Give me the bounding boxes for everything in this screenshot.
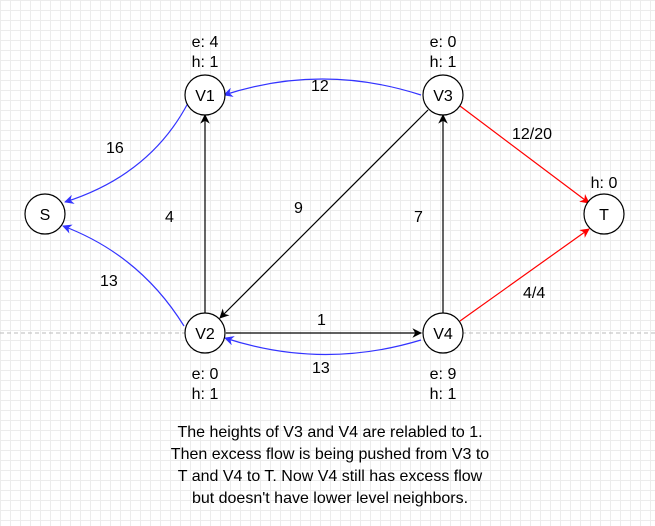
edge-label-v3-v1: 12 xyxy=(311,78,329,95)
v3-height: h: 1 xyxy=(430,54,457,71)
v2-excess: e: 0 xyxy=(192,366,219,383)
node-t-label: T xyxy=(599,207,609,224)
node-v2-label: V2 xyxy=(195,326,215,343)
node-s-label: S xyxy=(40,207,51,224)
v4-excess: e: 9 xyxy=(430,366,457,383)
node-t: T xyxy=(583,193,625,235)
edge-label-v2-v1: 4 xyxy=(165,209,174,226)
edge-label-v1-s: 16 xyxy=(106,140,124,157)
node-v1: V1 xyxy=(184,74,226,116)
v4-height: h: 1 xyxy=(430,386,457,403)
nodes: S V1 V2 V3 V4 T xyxy=(24,74,625,354)
edge-label-v3-v2: 9 xyxy=(294,200,303,217)
edge-label-v4-t: 4/4 xyxy=(523,285,545,302)
t-height: h: 0 xyxy=(591,175,618,192)
node-v4: V4 xyxy=(422,312,464,354)
edge-v3-v2 xyxy=(219,109,429,319)
edge-label-v4-v3: 7 xyxy=(414,209,423,226)
v3-excess: e: 0 xyxy=(430,34,457,51)
note-line: but doesn't have lower level neighbors. xyxy=(191,490,469,507)
node-v3: V3 xyxy=(422,74,464,116)
node-s: S xyxy=(24,193,66,235)
edge-label-v2-s: 13 xyxy=(100,273,118,290)
node-v2: V2 xyxy=(184,312,226,354)
edges: 12 16 13 4 9 7 1 13 12/20 4/4 xyxy=(62,78,590,377)
edge-v4-t xyxy=(459,228,590,322)
note-line: T and V4 to T. Now V4 still has excess f… xyxy=(177,468,483,485)
edge-label-v3-t: 12/20 xyxy=(512,126,552,143)
edge-v1-s xyxy=(64,102,189,204)
note-line: Then excess flow is being pushed from V3… xyxy=(170,446,490,463)
explanation-note: The heights of V3 and V4 are relabled to… xyxy=(120,422,540,510)
v1-height: h: 1 xyxy=(192,54,219,71)
edge-v3-t xyxy=(459,105,590,204)
edge-v4-v2 xyxy=(224,336,422,356)
node-v3-label: V3 xyxy=(433,88,453,105)
node-annotations: e: 4 h: 1 e: 0 h: 1 e: 0 h: 1 e: 9 h: 1 … xyxy=(192,34,618,403)
node-v4-label: V4 xyxy=(433,326,453,343)
edge-label-v4-v2: 13 xyxy=(312,360,330,377)
edge-v2-s xyxy=(62,224,185,327)
node-v1-label: V1 xyxy=(195,88,215,105)
edge-label-v2-v4: 1 xyxy=(317,312,326,329)
edge-v3-v1 xyxy=(223,78,422,97)
note-line: The heights of V3 and V4 are relabled to… xyxy=(177,424,483,441)
v2-height: h: 1 xyxy=(192,386,219,403)
v1-excess: e: 4 xyxy=(192,34,219,51)
